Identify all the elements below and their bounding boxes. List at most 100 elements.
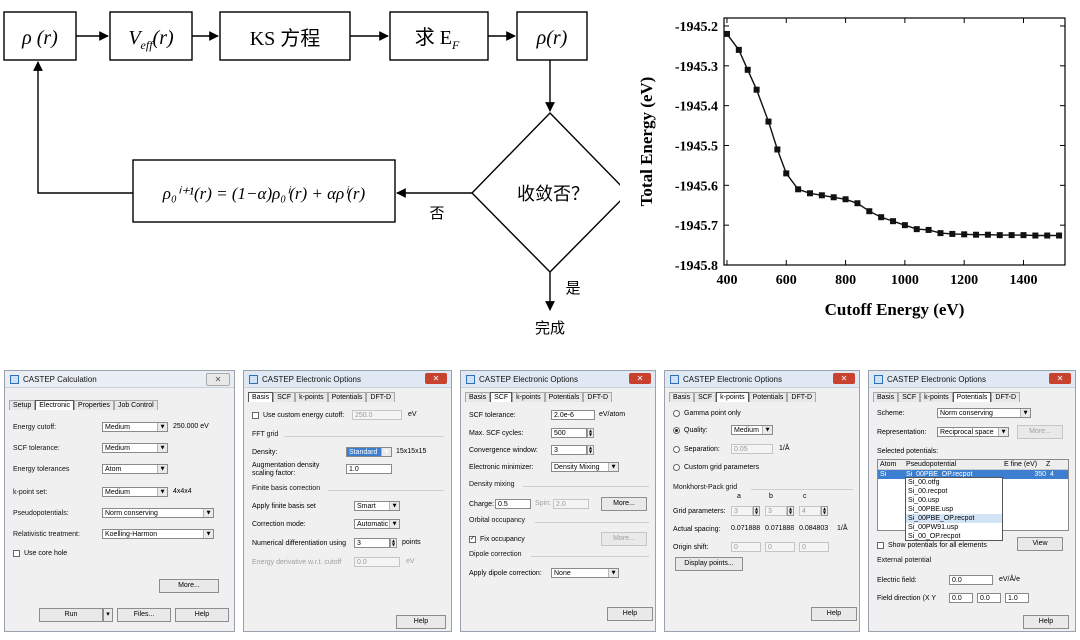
close-icon[interactable]: ✕ [833,373,855,384]
separation-radio[interactable] [673,445,680,453]
scf-tolerance-select[interactable]: Medium▼ [102,443,168,453]
more-button[interactable]: More... [159,579,219,593]
energy-cutoff-select[interactable]: Medium▼ [102,422,168,432]
field-z-input[interactable]: 1.0 [1005,593,1029,603]
close-icon[interactable]: ✕ [1049,373,1071,384]
tab-basis[interactable]: Basis [465,392,491,402]
help-button[interactable]: Help [396,615,446,629]
scheme-select[interactable]: Norm conserving▼ [937,408,1031,418]
minimizer-select[interactable]: Density Mixing▼ [551,462,619,472]
tab-dftd[interactable]: DFT-D [787,392,816,402]
option-item[interactable]: Si_00PW91.usp [908,524,959,531]
apply-finite-basis-select[interactable]: Smart▼ [354,501,400,511]
spin-input[interactable]: 2.0 [553,499,589,509]
convergence-window-spinner[interactable]: ▲▼ [587,445,594,455]
kpoint-set-select[interactable]: Medium▼ [102,487,168,497]
tab-kpoints[interactable]: k-points [295,392,328,402]
view-button[interactable]: View [1017,537,1063,551]
show-potentials-checkbox[interactable] [877,541,884,549]
run-button[interactable]: Run [39,608,103,622]
grid-a-input[interactable]: 3 [731,506,753,516]
relativistic-select[interactable]: Koelling-Harmon▼ [102,529,214,539]
grid-b-spinner[interactable]: ▲▼ [787,506,794,516]
gamma-radio[interactable] [673,409,680,417]
option-item[interactable]: Si_00.otfg [908,479,940,486]
grid-b-input[interactable]: 3 [765,506,787,516]
tab-basis[interactable]: Basis [248,392,274,402]
energy-derivative-input[interactable]: 0.0 [354,557,400,567]
pseudopotentials-select[interactable]: Norm conserving▼ [102,508,214,518]
help-button[interactable]: Help [1023,615,1069,629]
potentials-more-button[interactable]: More... [1017,425,1063,439]
representation-select[interactable]: Reciprocal space▼ [937,427,1009,437]
tab-scf[interactable]: SCF [898,392,921,402]
option-item[interactable]: Si_00.recpot [908,488,948,495]
tab-basis[interactable]: Basis [669,392,695,402]
tab-dftd[interactable]: DFT-D [366,392,395,402]
field-y-input[interactable]: 0.0 [977,593,1001,603]
tab-basis[interactable]: Basis [873,392,899,402]
tab-kpoints[interactable]: k-points [920,392,953,402]
charge-input[interactable]: 0.5 [495,499,531,509]
energy-tolerances-select[interactable]: Atom▼ [102,464,168,474]
electric-field-input[interactable]: 0.0 [949,575,993,585]
tab-potentials[interactable]: Potentials [748,392,788,402]
grid-c-spinner[interactable]: ▲▼ [821,506,828,516]
option-item[interactable]: Si_00.usp [908,497,940,504]
core-hole-checkbox[interactable] [13,549,20,557]
grid-c-input[interactable]: 4 [799,506,821,516]
mixing-more-button[interactable]: More... [601,497,647,511]
option-item-selected[interactable]: Si_00PBE_OP.recpot [906,514,1002,523]
custom-cutoff-checkbox[interactable] [252,411,259,419]
tab-kpoints[interactable]: k-points [512,392,545,402]
occupancy-more-button[interactable]: More... [601,532,647,546]
apply-dipole-select[interactable]: None▼ [551,568,619,578]
help-button[interactable]: Help [811,607,857,621]
origin-b-input[interactable]: 0 [765,542,795,552]
tab-kpoints[interactable]: k-points [716,392,749,402]
custom-cutoff-input[interactable]: 250.0 [352,410,402,420]
quality-select[interactable]: Medium▼ [731,425,773,435]
scf-tolerance-input[interactable]: 2.0e-6 [551,410,595,420]
option-item[interactable]: Si_00_OP.recpot [908,533,961,540]
tab-dftd[interactable]: DFT-D [991,392,1020,402]
tab-potentials[interactable]: Potentials [544,392,584,402]
field-x-input[interactable]: 0.0 [949,593,973,603]
convergence-window-input[interactable]: 3 [551,445,587,455]
max-cycles-spinner[interactable]: ▲▼ [587,428,594,438]
tab-dftd[interactable]: DFT-D [583,392,612,402]
files-button[interactable]: Files... [117,608,171,622]
pseudopotential-dropdown-list[interactable]: Si_00.otfg Si_00.recpot Si_00.usp Si_00P… [905,477,1003,541]
max-cycles-input[interactable]: 500 [551,428,587,438]
tab-setup[interactable]: Setup [9,400,36,410]
quality-radio[interactable] [673,426,680,434]
close-icon[interactable]: ✕ [629,373,651,384]
tab-electronic[interactable]: Electronic [35,400,75,410]
option-item[interactable]: Si_00PBE.usp [908,506,954,513]
numerical-diff-input[interactable]: 3 [354,538,390,548]
correction-mode-select[interactable]: Automatic▼ [354,519,400,529]
separation-input[interactable]: 0.05 [731,444,773,454]
augmentation-input[interactable]: 1.0 [346,464,392,474]
origin-a-input[interactable]: 0 [731,542,761,552]
tab-scf[interactable]: SCF [273,392,296,402]
close-icon[interactable]: ✕ [206,373,230,386]
tab-scf[interactable]: SCF [490,392,513,402]
tab-properties[interactable]: Properties [74,400,114,410]
tab-potentials[interactable]: Potentials [327,392,367,402]
help-button[interactable]: Help [175,608,229,622]
tab-potentials[interactable]: Potentials [952,392,992,402]
tab-scf[interactable]: SCF [694,392,717,402]
display-points-button[interactable]: Display points... [675,557,743,571]
origin-c-input[interactable]: 0 [799,542,829,552]
tab-job-control[interactable]: Job Control [113,400,158,410]
run-dropdown-button[interactable]: ▾ [103,608,113,622]
density-select[interactable]: Standard▼ [346,447,392,457]
close-icon[interactable]: ✕ [425,373,447,384]
table-row[interactable]: Si Si_00PBE_OP.recpot 350 4 [878,470,1068,479]
grid-a-spinner[interactable]: ▲▼ [753,506,760,516]
custom-grid-radio[interactable] [673,463,680,471]
help-button[interactable]: Help [607,607,653,621]
fix-occupancy-checkbox[interactable]: ✓ [469,535,476,543]
numerical-diff-spinner[interactable]: ▲▼ [390,538,397,548]
